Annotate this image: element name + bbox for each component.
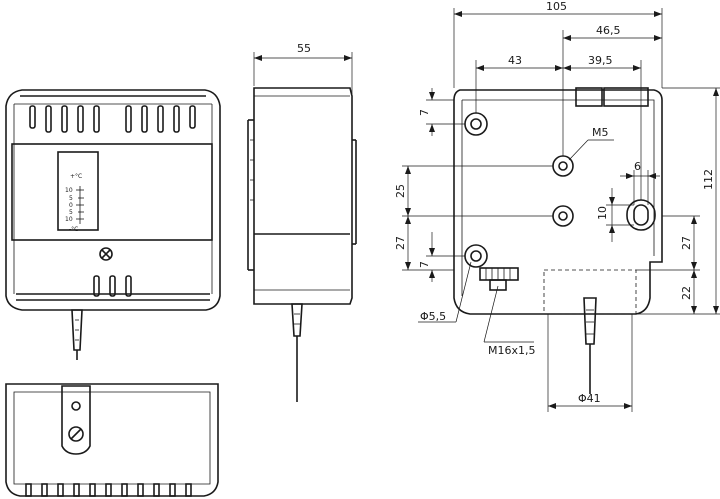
bottom-housing-outline: [5, 383, 219, 497]
dim-offset-43: 43: [508, 54, 522, 67]
dim-edge-7-top: 7: [418, 109, 431, 116]
rear-view: [453, 87, 663, 394]
dim-offset-465: 46,5: [596, 24, 621, 37]
tick-label-0: 10: [65, 187, 73, 194]
rear-top-clip-left: [575, 87, 603, 107]
front-housing-outline: [5, 89, 221, 311]
rear-housing-inner: [461, 99, 655, 296]
thermometer-window: [57, 151, 99, 231]
gland-nut: [489, 279, 507, 291]
mounting-hole-bottom: [464, 244, 488, 268]
dim-side-depth: 55: [297, 42, 311, 55]
thermometer-scale: 10 5 0 5 10: [65, 186, 84, 224]
scale-unit-top: +°C: [70, 173, 82, 180]
dim-hole-dia: Φ5,5: [420, 310, 446, 323]
lug-screw-icon: [68, 426, 84, 442]
dim-spacing-27-left: 27: [394, 236, 407, 250]
front-bottom-vents: [93, 275, 132, 297]
tick-label-2: 0: [69, 202, 73, 209]
dim-offset-395: 39,5: [588, 54, 613, 67]
hidden-gland-outline: [543, 269, 637, 315]
rear-cable-gland: [583, 297, 597, 345]
side-view: [247, 87, 357, 402]
bottom-vents: [25, 483, 192, 497]
dim-slot-height: 10: [596, 206, 609, 220]
dim-edge-7-bottom: 7: [418, 261, 431, 268]
scale-unit-bottom: -°C: [69, 226, 78, 233]
dim-gland-dia: Φ41: [578, 392, 601, 405]
tick-label-4: 10: [65, 216, 73, 223]
bottom-housing-inner: [13, 391, 211, 485]
side-cable-gland: [291, 303, 303, 337]
lug-hole: [71, 401, 81, 411]
dimension-labels: 105 46,5 43 39,5 55 M5 6 10 7 25 27 7 27…: [297, 0, 715, 405]
dim-spacing-25: 25: [394, 184, 407, 198]
front-view: +°C -°C 10 5 0 5 10: [5, 89, 221, 360]
mounting-lug: [61, 385, 91, 455]
side-housing-outline: [253, 87, 353, 305]
dim-overall-width: 105: [546, 0, 567, 13]
tick-label-3: 5: [69, 209, 73, 216]
dim-overall-height: 112: [702, 169, 715, 190]
dim-slot-width: 6: [634, 160, 641, 173]
dim-thread-m5: M5: [592, 126, 609, 139]
dimension-lines: [253, 8, 720, 412]
tick-label-1: 5: [69, 195, 73, 202]
front-cable-gland: [71, 309, 83, 351]
mounting-hole-top: [464, 112, 488, 136]
front-top-vents: [29, 105, 196, 133]
thread-boss-m5-lower: [552, 205, 574, 227]
front-bottom-rim: [16, 293, 210, 301]
dim-spacing-27-right: 27: [680, 236, 693, 250]
front-housing-inner: [13, 103, 213, 294]
cover-screw-icon: [99, 247, 113, 261]
bottom-view: [5, 383, 219, 497]
dim-spacing-22: 22: [680, 286, 693, 300]
rear-slot: [633, 204, 649, 226]
front-cover-panel: [11, 143, 213, 241]
rear-top-clip-right: [603, 87, 649, 107]
dim-gland-thread: M16x1,5: [488, 344, 536, 357]
